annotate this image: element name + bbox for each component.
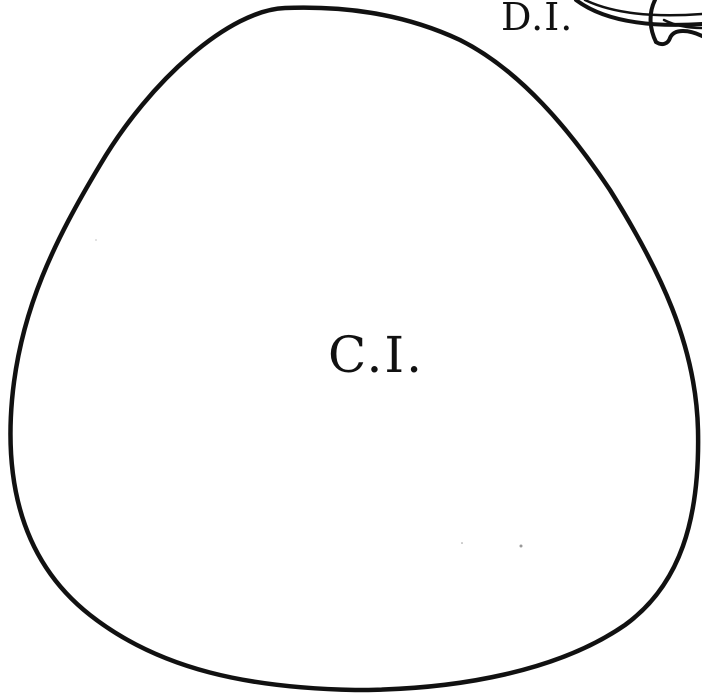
adjacent-partial-shape bbox=[576, 0, 702, 44]
corner-label: D.I. bbox=[501, 0, 573, 39]
main-shape-label: C.I. bbox=[328, 326, 424, 384]
paper-specks bbox=[95, 239, 522, 547]
